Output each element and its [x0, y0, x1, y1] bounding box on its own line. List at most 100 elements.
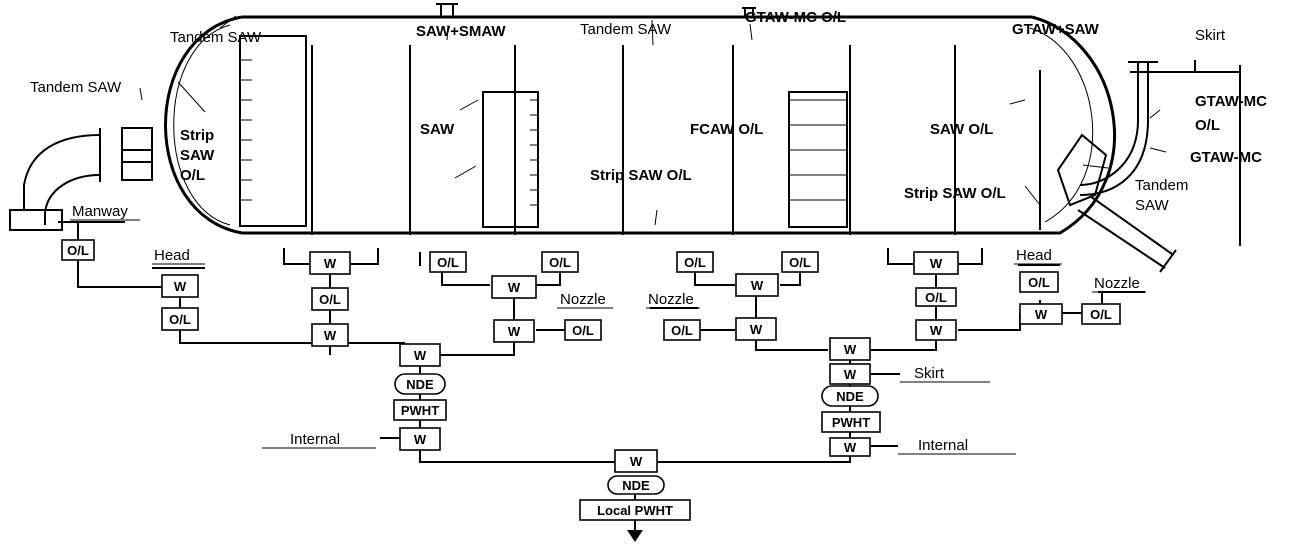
- svg-text:W: W: [844, 367, 857, 382]
- box-nde-final: NDE: [607, 475, 665, 495]
- label-saw: SAW: [180, 147, 215, 164]
- label-nozzle-1: Nozzle: [560, 291, 606, 308]
- left-head-inner: [173, 24, 231, 226]
- box-w-internal-left: W: [399, 427, 441, 451]
- internal-tray-1: [239, 35, 307, 227]
- manway-neck: [121, 127, 153, 181]
- internal-tray-2: [482, 91, 539, 228]
- svg-text:W: W: [844, 440, 857, 455]
- label-tandem-saw-head: Tandem SAW: [170, 29, 262, 46]
- label-internal-left: Internal: [290, 431, 340, 448]
- pressure-vessel: [9, 3, 1241, 273]
- label-strip: Strip: [180, 127, 214, 144]
- label-saw-ol-right: SAW O/L: [930, 121, 993, 138]
- svg-text:O/L: O/L: [684, 255, 706, 270]
- svg-text:Local PWHT: Local PWHT: [597, 503, 673, 518]
- label-skirt: Skirt: [914, 365, 945, 382]
- label-saw-smaw: SAW+SMAW: [416, 23, 506, 40]
- label-tandem: Tandem: [1135, 177, 1188, 194]
- flow-connectors: [58, 221, 1145, 530]
- weld-labels: Tandem SAW Tandem SAW Strip SAW O/L SAW+…: [30, 9, 1267, 214]
- manway-elbow: [23, 134, 101, 225]
- box-nde-right: NDE: [821, 385, 879, 407]
- label-gtaw-mc-2: GTAW-MC: [1190, 149, 1262, 166]
- label-internal-right: Internal: [918, 437, 968, 454]
- svg-text:NDE: NDE: [406, 377, 434, 392]
- label-underlines: [70, 219, 1146, 455]
- svg-text:W: W: [751, 278, 764, 293]
- svg-text:W: W: [414, 348, 427, 363]
- svg-text:W: W: [174, 279, 187, 294]
- svg-text:W: W: [930, 256, 943, 271]
- svg-text:PWHT: PWHT: [832, 415, 870, 430]
- svg-text:W: W: [508, 280, 521, 295]
- label-gtaw-mc-ol-top: GTAW-MC O/L: [745, 9, 846, 26]
- label-fcaw-ol: FCAW O/L: [690, 121, 763, 138]
- svg-text:O/L: O/L: [1028, 275, 1050, 290]
- top-nozzle-2: [742, 7, 756, 17]
- box-w-join-left: W: [399, 343, 441, 367]
- box-w-shell-4b: W: [915, 319, 957, 341]
- svg-text:W: W: [508, 324, 521, 339]
- tray-rungs: [240, 59, 847, 206]
- box-nde-left: NDE: [394, 373, 446, 395]
- box-ol-shell-3b: O/L: [781, 251, 819, 273]
- label-ol: O/L: [180, 167, 205, 184]
- bottom-nozzle: [1077, 195, 1173, 269]
- svg-text:W: W: [1035, 307, 1048, 322]
- label-manway: Manway: [72, 203, 128, 220]
- svg-text:W: W: [414, 432, 427, 447]
- box-ol-shell-4: O/L: [915, 287, 957, 307]
- box-ol-nozzle-2: O/L: [663, 319, 701, 341]
- box-pwht-right: PWHT: [821, 411, 881, 433]
- right-head: [1031, 15, 1116, 235]
- box-ol-nozzle-3: O/L: [1081, 303, 1121, 325]
- label-skirt-top: Skirt: [1195, 27, 1226, 44]
- box-w-internal-right: W: [829, 437, 871, 457]
- box-pwht-left: PWHT: [393, 399, 447, 421]
- label-tandem-saw-top: Tandem SAW: [580, 21, 672, 38]
- label-strip-saw-ol-mid: Strip SAW O/L: [590, 167, 692, 184]
- box-ol-manway: O/L: [61, 239, 95, 261]
- label-gtaw-mc-1-ol: O/L: [1195, 117, 1220, 134]
- svg-text:O/L: O/L: [319, 292, 341, 307]
- label-nozzle-2: Nozzle: [648, 291, 694, 308]
- box-w-head-left: W: [161, 274, 199, 298]
- box-ol-shell-2b: O/L: [541, 251, 579, 273]
- svg-text:O/L: O/L: [572, 323, 594, 338]
- svg-text:W: W: [324, 328, 337, 343]
- box-w-shell-3: W: [735, 273, 779, 297]
- box-w-shell-2: W: [491, 275, 537, 299]
- svg-text:NDE: NDE: [836, 389, 864, 404]
- svg-text:W: W: [930, 323, 943, 338]
- manway-neck-bands: [122, 149, 152, 163]
- right-pipe-outer: [1079, 62, 1139, 186]
- svg-text:NDE: NDE: [622, 478, 650, 493]
- fabrication-flow: Manway Head Head Nozzle Nozzle Nozzle Sk…: [58, 203, 1146, 542]
- label-gtaw-mc-1: GTAW-MC: [1195, 93, 1267, 110]
- svg-text:O/L: O/L: [671, 323, 693, 338]
- label-tandem-saw-nozzle: SAW: [1135, 197, 1169, 214]
- svg-text:PWHT: PWHT: [401, 403, 439, 418]
- box-w-shell-1: W: [309, 251, 351, 275]
- box-ol-nozzle-1: O/L: [564, 319, 602, 341]
- label-strip-saw-ol-right: Strip SAW O/L: [904, 185, 1006, 202]
- svg-text:O/L: O/L: [67, 243, 89, 258]
- svg-text:O/L: O/L: [169, 312, 191, 327]
- box-w-final: W: [614, 449, 658, 473]
- manway-base: [9, 209, 63, 231]
- box-ol-head-left: O/L: [161, 307, 199, 331]
- svg-text:W: W: [750, 322, 763, 337]
- box-w-shell-4: W: [913, 251, 959, 275]
- box-local-pwht: Local PWHT: [579, 499, 691, 521]
- svg-text:O/L: O/L: [925, 290, 947, 305]
- label-tandem-saw-left: Tandem SAW: [30, 79, 122, 96]
- box-w-shell-3b: W: [735, 317, 777, 341]
- svg-text:W: W: [630, 454, 643, 469]
- output-arrow: [627, 530, 643, 542]
- svg-text:W: W: [324, 256, 337, 271]
- label-saw-mid: SAW: [420, 121, 455, 138]
- svg-text:O/L: O/L: [1090, 307, 1112, 322]
- box-w-head-right: W: [1019, 303, 1063, 325]
